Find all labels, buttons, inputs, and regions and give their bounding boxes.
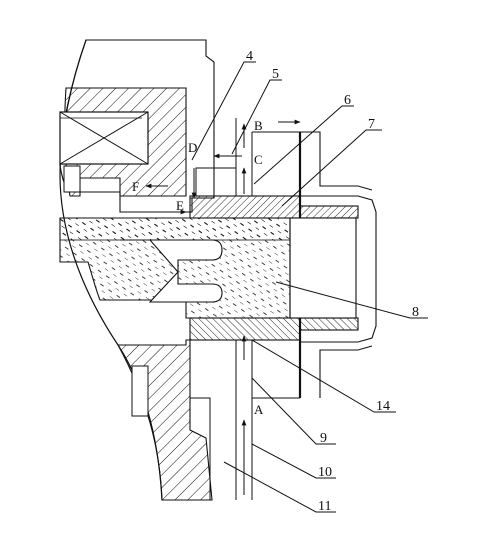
upper-spacer <box>63 165 81 193</box>
label-part-8: 8 <box>412 305 419 320</box>
label-part-9: 9 <box>320 431 327 446</box>
leader-lines <box>191 61 428 513</box>
label-part-10: 10 <box>318 465 332 480</box>
label-part-14: 14 <box>376 399 390 414</box>
shaft-top-band <box>59 217 291 241</box>
label-flow-A: A <box>254 402 264 417</box>
coil-winding <box>59 111 149 165</box>
label-flow-B: B <box>254 118 263 133</box>
label-part-11: 11 <box>318 499 331 514</box>
label-part-4: 4 <box>246 49 253 64</box>
label-flow-D: D <box>188 140 197 155</box>
bushing-upper-ext <box>299 205 359 219</box>
lower-housing <box>117 339 213 501</box>
label-flow-E: E <box>176 198 184 213</box>
lower-spacer <box>131 365 149 417</box>
label-part-5: 5 <box>272 67 279 82</box>
shaft-bore-cone <box>120 239 223 303</box>
end-bore <box>289 217 357 319</box>
flow-channel <box>195 118 300 500</box>
lower-housing-outline <box>189 340 211 500</box>
bushing-upper <box>189 195 301 219</box>
label-part-6: 6 <box>344 93 351 108</box>
bushing-lower <box>189 317 301 341</box>
label-flow-F: F <box>132 179 139 194</box>
flow-arrows <box>145 119 301 495</box>
label-part-7: 7 <box>368 117 375 132</box>
bushing-lower-ext <box>299 317 359 331</box>
label-flow-C: C <box>254 152 263 167</box>
